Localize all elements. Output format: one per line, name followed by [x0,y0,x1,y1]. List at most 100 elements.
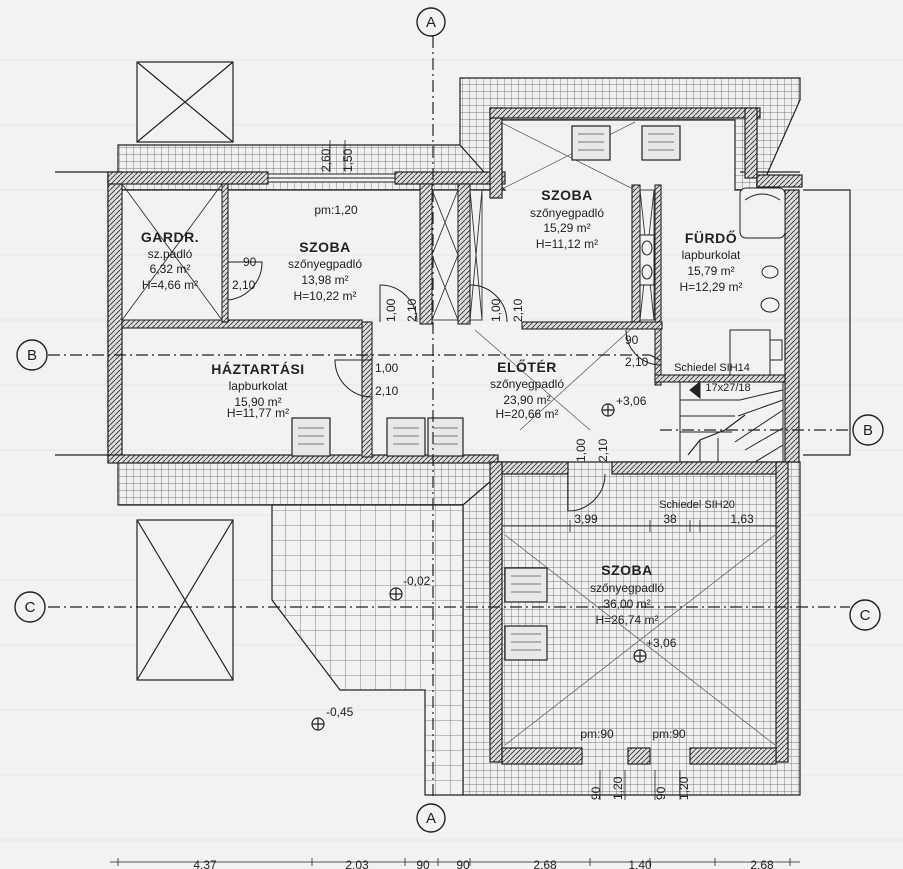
hall-diagonals [474,121,776,746]
room-bathroom-title: FÜRDŐ [685,229,737,246]
room-gardrobe-title: GARDR. [141,229,199,245]
dim-win-b: 1,20 [611,776,625,800]
room-utility-title: HÁZTARTÁSI [211,361,304,377]
room-bedroom-west-area: 13,98 m² [301,273,348,287]
level-markers [311,403,647,731]
stairs-label: 17x27/18 [705,382,750,394]
room-utility-floor: lapburkolat [229,379,288,393]
level-hall-label: +3,06 [616,394,647,408]
axis-a-bottom-label: A [426,810,436,827]
pm-right-label: pm:90 [652,727,686,741]
dim-bottom-6: 1,40 [628,858,652,869]
room-hall-floor: szőnyegpadló [490,377,564,391]
dim-gable-a: 2,60 [319,148,333,172]
room-bathroom-height: H=12,29 m² [679,280,742,294]
room-bedroom-north-floor: szőnyegpadló [530,206,604,220]
dim-south-a: 3,99 [574,512,598,526]
staircase [679,381,784,463]
room-hall-area: 23,90 m² [503,393,550,407]
room-gardrobe-height: H=4,66 m² [142,278,198,292]
axis-b-right-label: B [863,422,873,439]
axis-a-bottom-marker [416,803,446,833]
room-gardrobe-floor: sz.padló [148,247,193,261]
chimney-top-label: Schiedel SIH14 [674,362,750,374]
dim-bottom-5: 2,68 [533,858,557,869]
room-bedroom-south-area: 36,00 m² [603,597,650,611]
dim-bottom-2: 2,03 [345,858,369,869]
window-sill-label: pm:1,20 [314,203,358,217]
room-hall-height: H=20,66 m² [495,407,558,421]
room-bedroom-west-height: H=10,22 m² [293,289,356,303]
room-bathroom: FÜRDŐ lapburkolat 15,79 m² H=12,29 m² [679,229,742,294]
dim-door-south-w: 1,00 [574,438,588,462]
room-utility-height: H=11,77 m² [227,406,289,420]
dim-bottom-4: 90 [456,858,470,869]
dim-win-a: 90 [589,786,603,800]
room-hall: ELŐTÉR szőnyegpadló 23,90 m² H=20,66 m² [490,358,564,421]
skylight-details [298,133,674,651]
room-gardrobe-area: 6,32 m² [150,262,191,276]
room-bedroom-north-title: SZOBA [541,187,593,203]
axis-marker-labels: A A B B C C [25,14,873,827]
dim-win-c: 90 [654,786,668,800]
axis-lines [48,36,850,800]
dim-win-d: 1,20 [677,776,691,800]
axis-c-right-marker [849,599,881,631]
outer-walls [107,107,803,765]
room-bedroom-west-floor: szőnyegpadló [288,257,362,271]
window-north-west [267,173,396,183]
room-bedroom-west: SZOBA szőnyegpadló 13,98 m² H=10,22 m² [288,239,362,303]
dim-door2-w: 1,00 [489,298,503,322]
level-ground-label: -0,45 [326,705,354,719]
room-bedroom-south-floor: szőnyegpadló [590,581,664,595]
side-stubs [55,171,851,456]
dormer-left-bottom [136,519,234,681]
dim-door-bath-w: 90 [625,333,639,347]
room-bedroom-north-area: 15,29 m² [543,221,590,235]
room-bedroom-north: SZOBA szőnyegpadló 15,29 m² H=11,12 m² [530,187,604,251]
room-bedroom-north-height: H=11,12 m² [536,237,598,251]
room-utility: HÁZTARTÁSI lapburkolat 15,90 m² H=11,77 … [211,361,304,420]
dim-door1-h: 2,10 [405,298,419,322]
pm-left-label: pm:90 [580,727,614,741]
dim-door-util-w: 1,00 [375,361,399,375]
dim-door-gardr-w: 90 [243,255,257,269]
dim-bottom-7: 2,68 [750,858,774,869]
room-bathroom-area: 15,79 m² [687,264,734,278]
room-gardrobe: GARDR. sz.padló 6,32 m² H=4,66 m² [141,229,199,292]
dim-gable-b: 1,50 [341,148,355,172]
bathroom-fixtures [639,187,786,376]
skylights [291,125,681,661]
chimney-bottom-label: Schiedel SIH20 [659,499,735,511]
dim-bottom-1: 4,37 [193,858,217,869]
room-bedroom-south: SZOBA szőnyegpadló 36,00 m² H=26,74 m² [590,562,664,627]
stair-arrow [689,380,701,400]
dimension-lines [110,140,800,866]
dimension-texts: 2,60 1,50 90 2,10 1,00 2,10 1,00 2,10 1,… [193,148,774,869]
dim-bottom-3: 90 [416,858,430,869]
axis-b-left-label: B [27,347,37,364]
dim-door-bath-h: 2,10 [625,355,649,369]
gardrobe-shelving [121,183,223,321]
dim-door-gardr-h: 2,10 [232,278,256,292]
room-bedroom-south-title: SZOBA [601,562,653,578]
level-room-label: +3,06 [646,636,677,650]
misc-labels: pm:1,20 Schiedel SIH14 Schiedel SIH20 17… [314,203,750,741]
dim-door2-h: 2,10 [511,298,525,322]
dim-south-b: 38 [663,512,677,526]
room-bathroom-floor: lapburkolat [682,248,741,262]
terrace [271,504,464,796]
room-bedroom-south-height: H=26,74 m² [595,613,658,627]
room-utility-area: 15,90 m² [234,395,281,409]
axis-a-top-marker [416,7,446,37]
room-bedroom-west-title: SZOBA [299,239,351,255]
dim-south-c: 1,63 [730,512,754,526]
axis-b-right-marker [852,414,884,446]
axis-c-right-label: C [860,607,871,624]
axis-a-top-label: A [426,14,436,31]
level-terrace-label: -0,02 [403,574,431,588]
dim-door1-w: 1,00 [384,298,398,322]
axis-b-left-marker [16,339,48,371]
interior-walls [121,183,786,458]
